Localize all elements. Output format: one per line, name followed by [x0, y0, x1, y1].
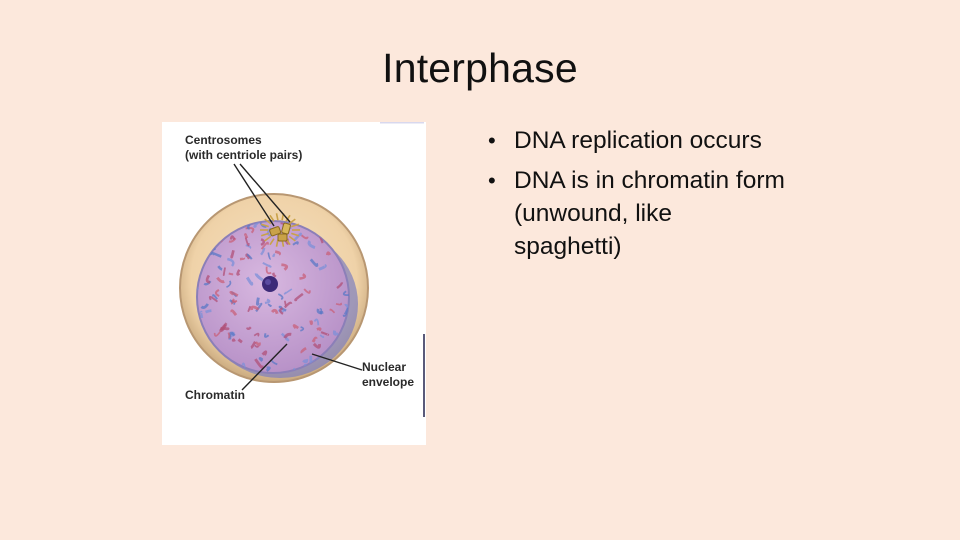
interphase-cell-figure: Centrosomes (with centriole pairs) Nucle…: [162, 122, 426, 445]
bullet-item: • DNA replication occurs: [486, 124, 786, 157]
nucleus: [196, 220, 350, 374]
bullet-dot-icon: •: [488, 128, 496, 153]
label-centrosomes: Centrosomes (with centriole pairs): [185, 133, 302, 163]
bullet-list: • DNA replication occurs • DNA is in chr…: [486, 124, 786, 270]
label-nuclear-envelope: Nuclear envelope: [362, 360, 414, 390]
centrosome-pair: [260, 213, 300, 247]
label-centrosomes-line1: Centrosomes: [185, 133, 262, 147]
label-nuclear-line1: Nuclear: [362, 360, 407, 374]
bullet-text: DNA replication occurs: [514, 127, 762, 154]
cell-diagram: [179, 122, 425, 417]
slide-title: Interphase: [382, 45, 578, 91]
label-chromatin: Chromatin: [185, 388, 245, 402]
bullet-text: DNA is in chromatin form (unwound, like …: [514, 167, 785, 260]
bullet-item: • DNA is in chromatin form (unwound, lik…: [486, 164, 786, 263]
bullet-dot-icon: •: [488, 168, 496, 193]
label-nuclear-line2: envelope: [362, 375, 415, 389]
pointer-lines: [233, 163, 363, 391]
label-centrosomes-line2: (with centriole pairs): [185, 148, 303, 162]
